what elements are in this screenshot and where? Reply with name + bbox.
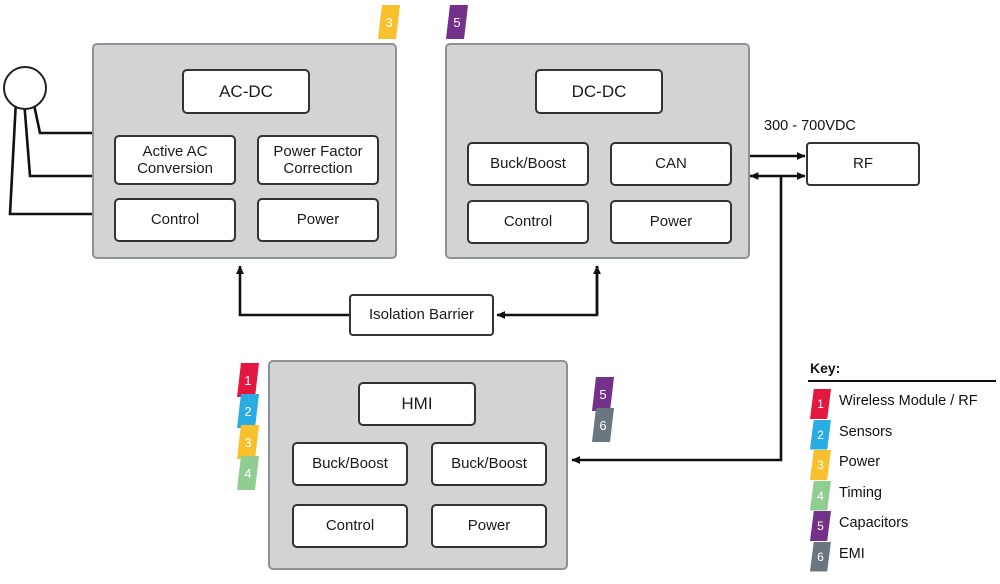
dcdc-box-power[interactable]: Power bbox=[610, 200, 732, 244]
wire-dcdc-to-isolation bbox=[496, 266, 599, 319]
legend-item-emi[interactable]: 6 EMI bbox=[808, 541, 996, 573]
legend-item-capacitors[interactable]: 5 Capacitors bbox=[808, 511, 996, 542]
legend-badge-1: 1 bbox=[810, 389, 831, 419]
badge-hmi-capacitors[interactable]: 5 bbox=[592, 377, 614, 411]
badge-hmi-sensors[interactable]: 2 bbox=[237, 394, 259, 428]
legend-title: Key: bbox=[810, 360, 841, 376]
dcdc-box-control[interactable]: Control bbox=[467, 200, 589, 244]
legend: Key: 1 Wireless Module / RF 2 Sensors 3 … bbox=[808, 360, 996, 572]
legend-item-power[interactable]: 3 Power bbox=[808, 450, 996, 481]
panel-hmi[interactable]: HMI Buck/Boost Buck/Boost Control Power bbox=[268, 360, 568, 570]
legend-divider bbox=[808, 380, 996, 382]
panel-acdc[interactable]: AC-DC Active AC Conversion Power Factor … bbox=[92, 43, 397, 259]
acdc-box-power[interactable]: Power bbox=[257, 198, 379, 242]
acdc-box-active-ac-conversion[interactable]: Active AC Conversion bbox=[114, 135, 236, 185]
legend-label-3: Power bbox=[839, 454, 881, 470]
legend-label-5: Capacitors bbox=[839, 515, 909, 531]
ac-source-symbol bbox=[3, 66, 47, 110]
legend-label-6: EMI bbox=[839, 545, 865, 562]
badge-acdc-power[interactable]: 3 bbox=[378, 5, 400, 39]
wire-isolation-to-acdc bbox=[236, 265, 349, 317]
badge-hmi-power[interactable]: 3 bbox=[237, 425, 259, 459]
hmi-box-power[interactable]: Power bbox=[431, 504, 547, 548]
legend-item-wireless[interactable]: 1 Wireless Module / RF bbox=[808, 389, 996, 420]
legend-badge-6: 6 bbox=[810, 541, 831, 572]
hmi-box-buck-boost-left[interactable]: Buck/Boost bbox=[292, 442, 408, 486]
legend-item-timing[interactable]: 4 Timing bbox=[808, 480, 996, 512]
ac-mains-leads bbox=[8, 98, 94, 216]
legend-label-2: Sensors bbox=[839, 423, 893, 440]
voltage-label: 300 - 700VDC bbox=[764, 118, 856, 134]
legend-badge-3: 3 bbox=[810, 450, 831, 480]
rf-box[interactable]: RF bbox=[806, 142, 920, 186]
badge-hmi-timing[interactable]: 4 bbox=[237, 456, 259, 490]
isolation-barrier-box[interactable]: Isolation Barrier bbox=[349, 294, 494, 336]
badge-hmi-emi[interactable]: 6 bbox=[592, 408, 614, 442]
legend-item-sensors[interactable]: 2 Sensors bbox=[808, 419, 996, 451]
legend-badge-2: 2 bbox=[810, 419, 831, 450]
dcdc-box-buck-boost[interactable]: Buck/Boost bbox=[467, 142, 589, 186]
legend-badge-4: 4 bbox=[810, 480, 831, 511]
legend-label-1: Wireless Module / RF bbox=[839, 393, 978, 409]
acdc-box-control[interactable]: Control bbox=[114, 198, 236, 242]
hmi-box-buck-boost-right[interactable]: Buck/Boost bbox=[431, 442, 547, 486]
badge-dcdc-capacitors[interactable]: 5 bbox=[446, 5, 468, 39]
legend-label-4: Timing bbox=[839, 484, 882, 501]
badge-hmi-wireless[interactable]: 1 bbox=[237, 363, 259, 397]
panel-dcdc[interactable]: DC-DC Buck/Boost CAN Control Power bbox=[445, 43, 750, 259]
dcdc-box-can[interactable]: CAN bbox=[610, 142, 732, 186]
legend-badge-5: 5 bbox=[810, 511, 831, 541]
dcdc-title-box[interactable]: DC-DC bbox=[535, 69, 663, 114]
hmi-box-control[interactable]: Control bbox=[292, 504, 408, 548]
hmi-title-box[interactable]: HMI bbox=[358, 382, 476, 426]
acdc-title-box[interactable]: AC-DC bbox=[182, 69, 310, 114]
acdc-box-power-factor-correction[interactable]: Power Factor Correction bbox=[257, 135, 379, 185]
